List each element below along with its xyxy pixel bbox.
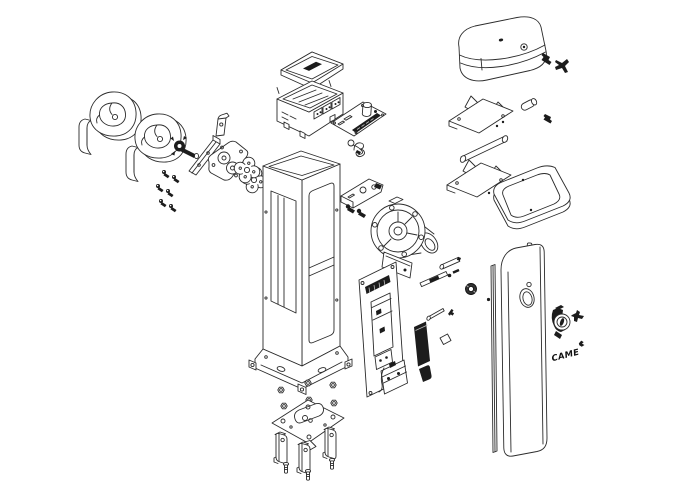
release-hook [347, 139, 364, 156]
drum-bracket-2 [125, 145, 139, 182]
square-washer [439, 333, 452, 345]
door-edge-strip [490, 264, 498, 453]
spring-drum-1 [89, 91, 142, 141]
gearmotor [370, 196, 439, 279]
brand-sticker-text: CAME [551, 348, 581, 365]
bracket-screws [345, 204, 366, 218]
cover-screw [541, 53, 552, 65]
door-pivot-dot [486, 297, 491, 302]
lock-wing-key [571, 310, 584, 322]
key-bit [448, 309, 455, 316]
cap-plug [419, 365, 432, 382]
mount-bracket-upper [448, 95, 514, 134]
channel-rail [188, 135, 221, 176]
circuit-board [330, 101, 387, 137]
control-box-lid [276, 51, 344, 94]
spacer-screw [543, 114, 552, 124]
anchor-plate [271, 399, 345, 451]
cabinet-post [248, 150, 353, 395]
drum-bracket-1 [78, 118, 92, 155]
door-panel [500, 243, 548, 457]
capacitor [414, 321, 430, 367]
screw-set [156, 170, 180, 213]
door-lock [551, 305, 571, 339]
electric-panel-plate [358, 261, 408, 398]
spacer-pin [520, 98, 538, 111]
corner-bracket [215, 112, 230, 137]
shaft-pin-b [419, 268, 460, 288]
lock-nut [465, 283, 477, 295]
cover-wing-bolt [555, 59, 569, 73]
spring-drum-2 [134, 113, 187, 163]
head-cover [458, 16, 547, 82]
spring-shaft-hub [170, 136, 199, 160]
control-box-base [276, 80, 344, 139]
screw-pin [426, 308, 445, 321]
mount-bracket-lower [446, 159, 512, 198]
door-key-hole [526, 281, 532, 288]
boom-frame-ring [493, 165, 571, 230]
shaft-pin-a [439, 256, 461, 270]
sticker-flag-icon [578, 340, 585, 347]
brand-sticker: CAME [551, 340, 585, 365]
support-bracket [340, 178, 384, 209]
tie-rod [459, 135, 509, 163]
